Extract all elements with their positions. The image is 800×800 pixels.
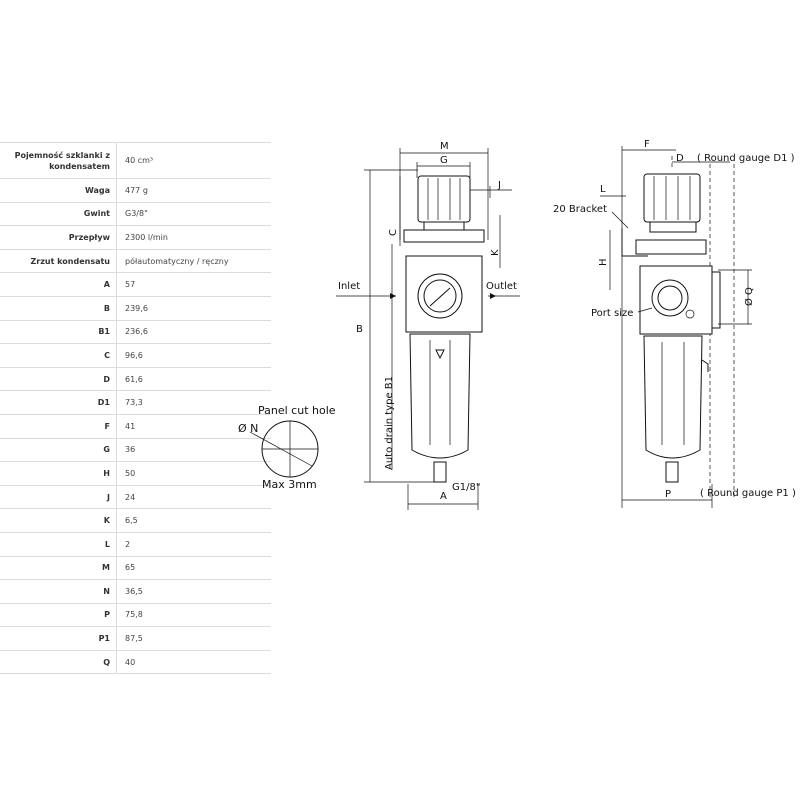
- max-3mm-label: Max 3mm: [262, 478, 317, 491]
- diam-n-label: Ø N: [238, 422, 258, 435]
- spec-value: 236,6: [116, 320, 271, 345]
- dim-q: Ø Q: [743, 287, 755, 306]
- outlet-label: Outlet: [486, 281, 517, 292]
- spec-value: 477 g: [116, 178, 271, 203]
- spec-value: 2300 l/min: [116, 225, 271, 250]
- dim-f: F: [644, 139, 650, 150]
- dim-g: G: [440, 155, 448, 166]
- spec-value: 96,6: [116, 343, 271, 368]
- spec-key: P: [0, 603, 117, 628]
- spec-value: 87,5: [116, 626, 271, 651]
- spec-key: D1: [0, 390, 117, 415]
- spec-key: J: [0, 485, 117, 510]
- panel-cut-hole-label: Panel cut hole: [258, 404, 336, 417]
- dim-p: P: [665, 489, 671, 500]
- spec-key: D: [0, 367, 117, 392]
- spec-key: A: [0, 272, 117, 297]
- spec-value: 65: [116, 556, 271, 581]
- spec-value: 6,5: [116, 508, 271, 533]
- spec-key: Waga: [0, 178, 117, 203]
- spec-key: K: [0, 508, 117, 533]
- auto-drain-label: Auto drain type B1: [384, 376, 395, 470]
- spec-key: F: [0, 414, 117, 439]
- spec-value: 2: [116, 532, 271, 557]
- g18-label: G1/8": [452, 482, 480, 493]
- dim-m: M: [440, 141, 449, 152]
- spec-value: 36: [116, 438, 271, 463]
- inlet-label: Inlet: [338, 281, 360, 292]
- spec-key: Przepływ: [0, 225, 117, 250]
- spec-key: Q: [0, 650, 117, 675]
- spec-key: P1: [0, 626, 117, 651]
- bracket-label: 20 Bracket: [553, 204, 607, 215]
- round-gauge-d1-label: ( Round gauge D1 ): [697, 153, 795, 164]
- spec-value: 75,8: [116, 603, 271, 628]
- spec-key: B1: [0, 320, 117, 345]
- spec-key: C: [0, 343, 117, 368]
- dim-c: C: [388, 229, 399, 236]
- dim-h: H: [598, 258, 609, 266]
- side-view: F D ( Round gauge D1 ) L 20 Bracket H: [553, 139, 796, 508]
- spec-key: Zrzut kondensatu: [0, 249, 117, 274]
- spec-value: 239,6: [116, 296, 271, 321]
- spec-key: L: [0, 532, 117, 557]
- panel-cut-hole: Panel cut hole Ø N Max 3mm: [238, 404, 336, 491]
- spec-value: 57: [116, 272, 271, 297]
- spec-value: 40 cm³: [116, 142, 271, 179]
- dim-j: J: [497, 180, 501, 191]
- spec-key: Pojemność szklanki z kondensatem: [0, 142, 117, 179]
- spec-key: N: [0, 579, 117, 604]
- spec-key: Gwint: [0, 202, 117, 227]
- spec-value: 73,3: [116, 390, 271, 415]
- dim-k: K: [490, 249, 501, 256]
- spec-value: 61,6: [116, 367, 271, 392]
- dim-b: B: [356, 324, 363, 335]
- spec-value: 41: [116, 414, 271, 439]
- port-size-label: Port size: [591, 308, 633, 319]
- spec-value: 40: [116, 650, 271, 675]
- spec-value: 36,5: [116, 579, 271, 604]
- dim-a: A: [440, 491, 447, 502]
- spec-value: 50: [116, 461, 271, 486]
- spec-key: H: [0, 461, 117, 486]
- round-gauge-p1-label: ( Round gauge P1 ): [700, 488, 796, 499]
- spec-key: B: [0, 296, 117, 321]
- spec-value: G3/8": [116, 202, 271, 227]
- spec-value: 24: [116, 485, 271, 510]
- front-view: M G J C K Inlet Outlet: [336, 141, 520, 510]
- spec-key: M: [0, 556, 117, 581]
- dim-d: D: [676, 153, 684, 164]
- spec-value: półautomatyczny / ręczny: [116, 249, 271, 274]
- spec-key: G: [0, 438, 117, 463]
- dim-l: L: [600, 184, 606, 195]
